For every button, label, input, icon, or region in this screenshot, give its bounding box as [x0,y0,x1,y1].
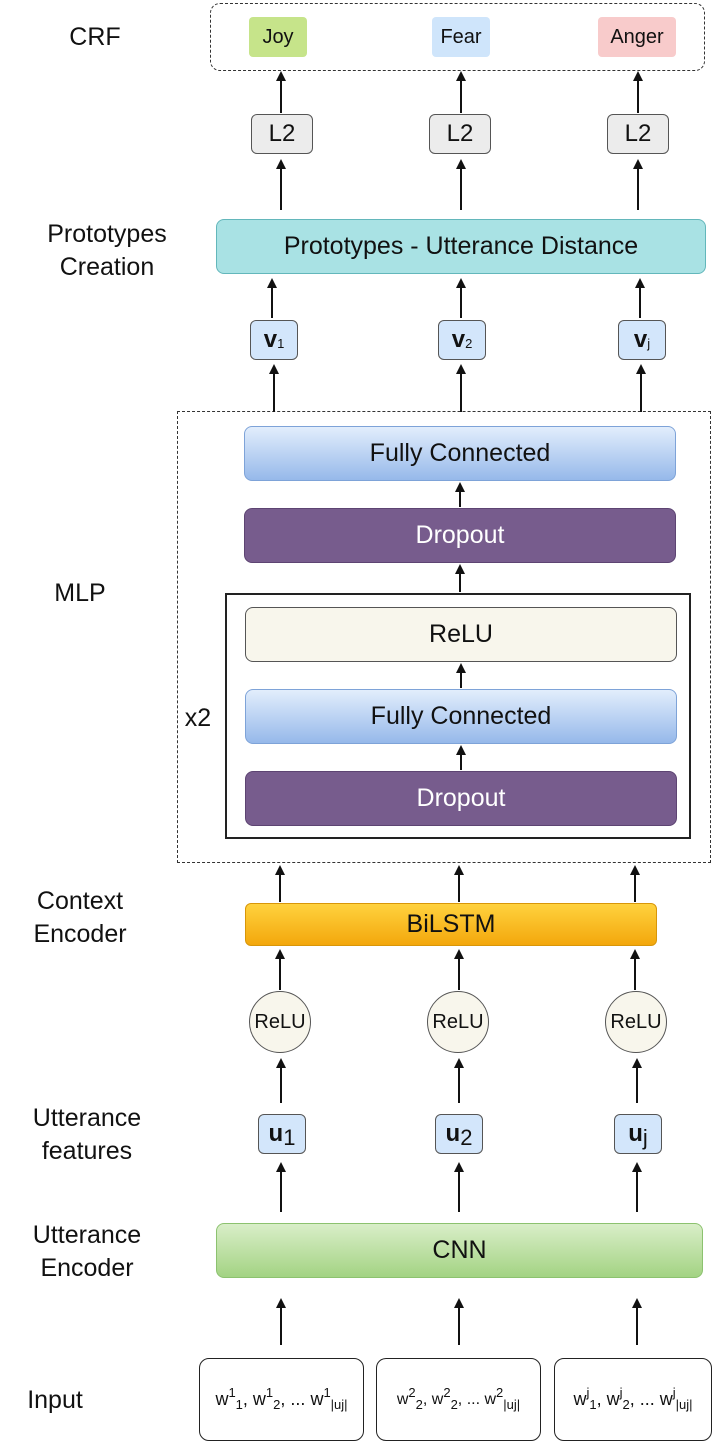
relu-circle: ReLU [249,991,311,1053]
prototypes-distance-box: Prototypes - Utterance Distance [216,219,706,274]
fully-connected-top: Fully Connected [244,426,676,481]
l2-box: L2 [429,114,491,154]
input-label: Input [27,1386,83,1414]
crf-label: CRF [69,23,121,51]
fully-connected-inner: Fully Connected [245,689,677,744]
dropout-inner: Dropout [245,771,677,826]
l2-box: L2 [607,114,669,154]
emotion-tag-joy: Joy [249,17,307,57]
dropout-top: Dropout [244,508,676,563]
mlp-group [177,411,711,863]
emotion-tag-anger: Anger [598,17,676,57]
relu-circle: ReLU [605,991,667,1053]
relu-circle: ReLU [427,991,489,1053]
bilstm-box: BiLSTM [245,903,657,946]
repeat-x2-label: x2 [184,704,212,732]
cnn-box: CNN [216,1223,703,1278]
mlp-label: MLP [54,579,106,607]
relu-box: ReLU [245,607,677,662]
l2-box: L2 [251,114,313,154]
repeat-block [225,593,691,839]
emotion-tag-fear: Fear [432,17,490,57]
crf-group [210,3,705,71]
